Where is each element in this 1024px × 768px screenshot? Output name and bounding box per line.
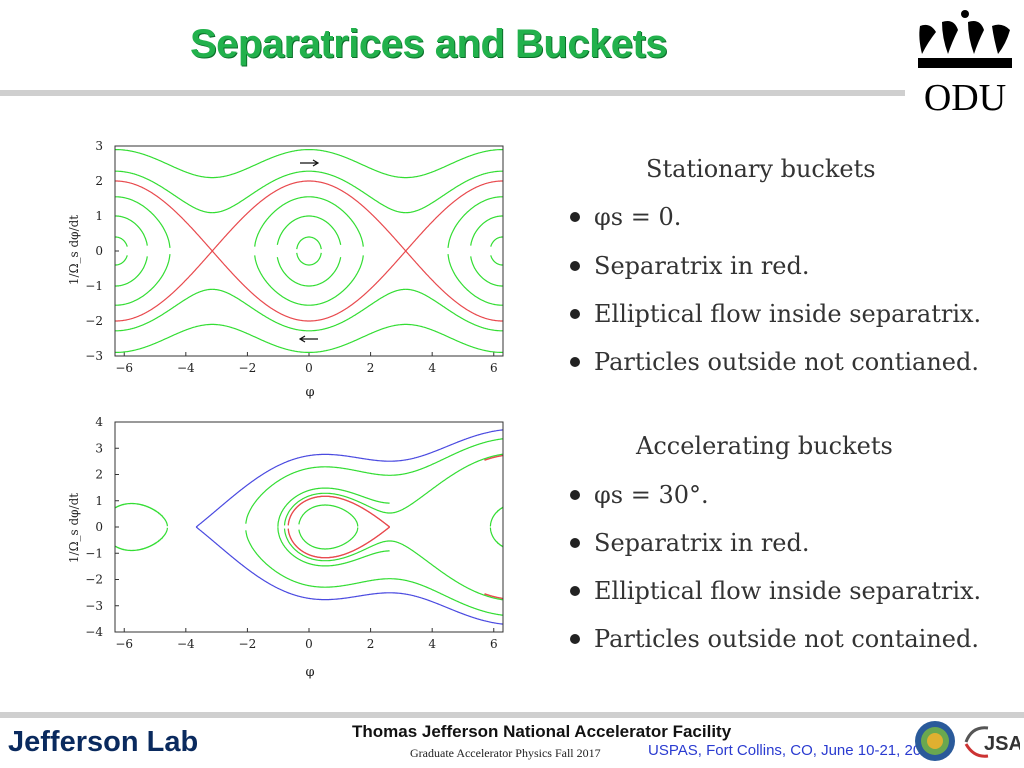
x-tick-label: 0 [305,361,313,375]
accelerating-item: Elliptical flow inside separatrix. [570,577,981,605]
stationary-bucket-plot: 1/Ω_s dφ/dt φ −6 −4 −2 0 2 4 6 3 2 1 0 −1 −2 −3 [67,139,504,400]
bullet-dot [570,537,580,548]
jefferson-lab-logo: Jefferson Lab [8,726,199,758]
x-tick-label: 6 [490,361,498,375]
separatrix-curve [484,454,504,461]
stationary-item: Separatrix in red. [570,252,809,280]
x-tick-label: 2 [367,361,375,375]
bullet-dot [570,489,580,500]
y-tick-label: −1 [85,546,103,560]
bullet-dot [570,356,580,367]
x-axis-label: φ [305,385,314,400]
x-tick-label: −4 [177,361,195,375]
y-axis-label: 1/Ω_s dφ/dt [67,493,81,563]
flow-curve [115,323,503,353]
separatrix-curve [115,180,503,252]
separatrix-curve [287,495,391,528]
flow-arrow-left [298,335,318,343]
doe-seal-icon [915,721,955,761]
flow-curve [283,453,503,526]
y-tick-label: 2 [95,174,103,188]
separatrix-curve [484,593,504,600]
flow-curve [115,256,503,287]
flow-curve [115,215,503,246]
accelerating-item: Particles outside not contained. [570,625,979,653]
flow-curve [245,530,503,616]
y-tick-label: −3 [85,599,103,613]
flow-curve [115,254,503,306]
bullet-dot [570,585,580,596]
y-tick-label: 2 [95,468,103,482]
stationary-heading: Stationary buckets [646,155,876,183]
x-tick-label: −4 [177,637,195,651]
flow-curve [115,149,503,179]
x-tick-label: −2 [239,637,257,651]
bullet-dot [570,633,580,644]
y-tick-label: 0 [95,244,103,258]
footer-rule [0,712,1024,718]
y-axis-label: 1/Ω_s dφ/dt [67,215,81,285]
flow-curve [298,527,359,550]
accelerating-item: Separatrix in red. [570,529,809,557]
accelerating-heading: Accelerating buckets [636,432,893,460]
y-tick-label: 0 [95,520,103,534]
y-tick-label: 1 [95,494,103,508]
flow-curve [115,170,503,214]
accelerating-bucket-plot: 1/Ω_s dφ/dt φ −6 −4 −2 0 2 4 6 4 3 2 1 0 −1 −2 −3 −4 [67,415,504,680]
separatrix-curve [287,526,391,559]
x-tick-label: 6 [490,637,498,651]
flow-curve [114,502,168,527]
y-tick-label: 1 [95,209,103,223]
slide-title: Separatrices and Buckets [190,22,668,66]
x-tick-label: −2 [239,361,257,375]
x-tick-label: 4 [428,361,436,375]
stationary-item: Elliptical flow inside separatrix. [570,300,981,328]
facility-name: Thomas Jefferson National Accelerator Fa… [352,722,732,741]
y-tick-label: −4 [85,625,103,639]
flow-curve [115,252,503,266]
odu-logo-text: ODU [924,77,1006,118]
flow-curve [283,528,503,601]
x-tick-label: 0 [305,637,313,651]
flow-curve [115,196,503,248]
svg-text:JSA: JSA [984,733,1020,755]
flow-curve [115,288,503,332]
y-tick-label: −2 [85,314,103,328]
flow-curve [245,438,503,524]
odu-logo: ODU [918,10,1012,118]
flow-curve [115,236,503,250]
flow-curve [298,504,359,527]
flow-curve [114,527,168,552]
separatrix-curve [115,250,503,322]
flow-curve [277,487,390,527]
y-tick-label: −3 [85,349,103,363]
y-tick-label: −2 [85,573,103,587]
x-tick-label: 2 [367,637,375,651]
flow-curve [489,527,504,548]
bullet-dot [570,308,580,319]
y-tick-label: 4 [95,415,103,429]
bullet-dot [570,260,580,271]
header-rule [0,90,905,96]
x-tick-label: 4 [428,637,436,651]
uspas-info: USPAS, Fort Collins, CO, June 10-21, 201… [648,742,938,759]
outer-curve [195,526,503,625]
y-tick-label: −1 [85,279,103,293]
course-name: Graduate Accelerator Physics Fall 2017 [410,746,601,760]
accelerating-item: φs = 30°. [570,481,709,509]
outer-curve [195,429,503,528]
x-tick-label: −6 [115,361,133,375]
bullet-dot [570,211,580,222]
stationary-item: Particles outside not contianed. [570,348,979,376]
x-tick-label: −6 [115,637,133,651]
flow-curve [277,527,390,567]
y-tick-label: 3 [95,139,103,153]
flow-curve [489,506,504,527]
jsa-logo-icon: JSA [964,726,1020,758]
stationary-item: φs = 0. [570,203,681,231]
x-axis-label: φ [305,665,314,680]
flow-arrow-right [300,159,320,167]
y-tick-label: 3 [95,441,103,455]
